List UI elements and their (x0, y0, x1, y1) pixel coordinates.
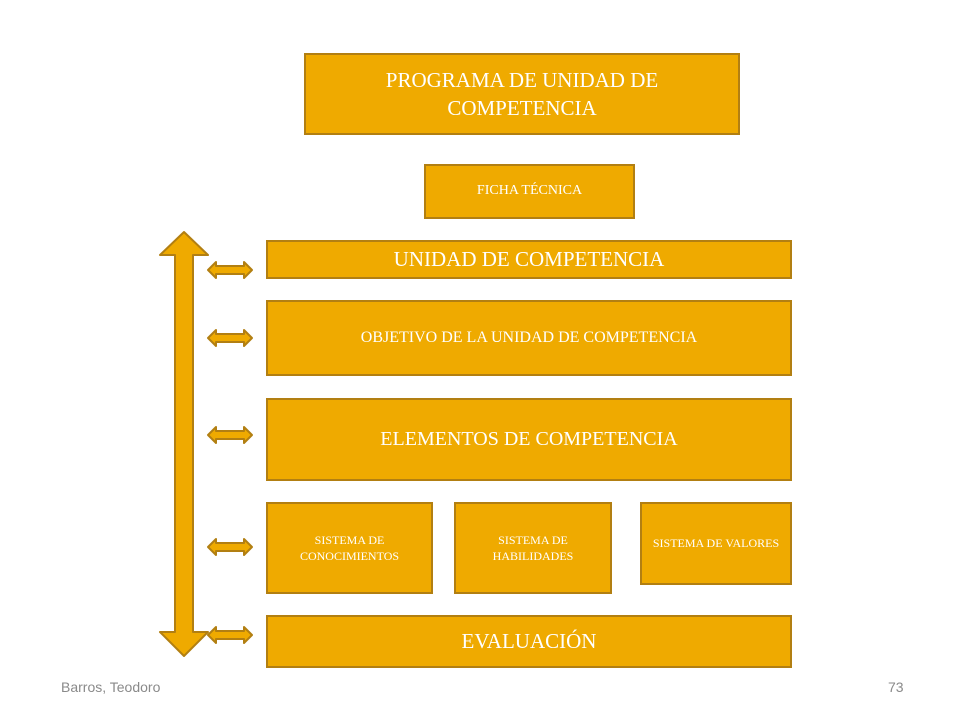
elementos-competencia-box: ELEMENTOS DE COMPETENCIA (266, 398, 792, 481)
horizontal-double-arrow-icon (207, 538, 253, 556)
evaluacion-text: EVALUACIÓN (461, 629, 597, 654)
sistema-habilidades-box: SISTEMA DE HABILIDADES (454, 502, 612, 594)
horizontal-double-arrow-icon (207, 261, 253, 279)
evaluacion-box: EVALUACIÓN (266, 615, 792, 668)
program-title-box: PROGRAMA DE UNIDAD DE COMPETENCIA (304, 53, 740, 135)
horizontal-double-arrow-icon (207, 626, 253, 644)
sistema-valores-box: SISTEMA DE VALORES (640, 502, 792, 585)
objetivo-text: OBJETIVO DE LA UNIDAD DE COMPETENCIA (360, 329, 698, 347)
sistema-habilidades-text: SISTEMA DE HABILIDADES (492, 532, 574, 563)
footer-author: Barros, Teodoro (61, 679, 161, 695)
program-title-text: PROGRAMA DE UNIDAD DE COMPETENCIA (385, 67, 659, 120)
unidad-competencia-box: UNIDAD DE COMPETENCIA (266, 240, 792, 279)
ficha-tecnica-text: FICHA TÉCNICA (476, 183, 583, 199)
horizontal-double-arrow-icon (207, 426, 253, 444)
horizontal-double-arrow-icon (207, 329, 253, 347)
page-number: 73 (888, 679, 904, 695)
objetivo-box: OBJETIVO DE LA UNIDAD DE COMPETENCIA (266, 300, 792, 376)
sistema-conocimientos-text: SISTEMA DE CONOCIMIENTOS (299, 532, 400, 563)
ficha-tecnica-box: FICHA TÉCNICA (424, 164, 635, 219)
sistema-valores-text: SISTEMA DE VALORES (652, 536, 780, 551)
vertical-double-arrow-icon (159, 231, 209, 657)
unidad-competencia-text: UNIDAD DE COMPETENCIA (393, 247, 665, 272)
sistema-conocimientos-box: SISTEMA DE CONOCIMIENTOS (266, 502, 433, 594)
elementos-competencia-text: ELEMENTOS DE COMPETENCIA (380, 428, 678, 450)
